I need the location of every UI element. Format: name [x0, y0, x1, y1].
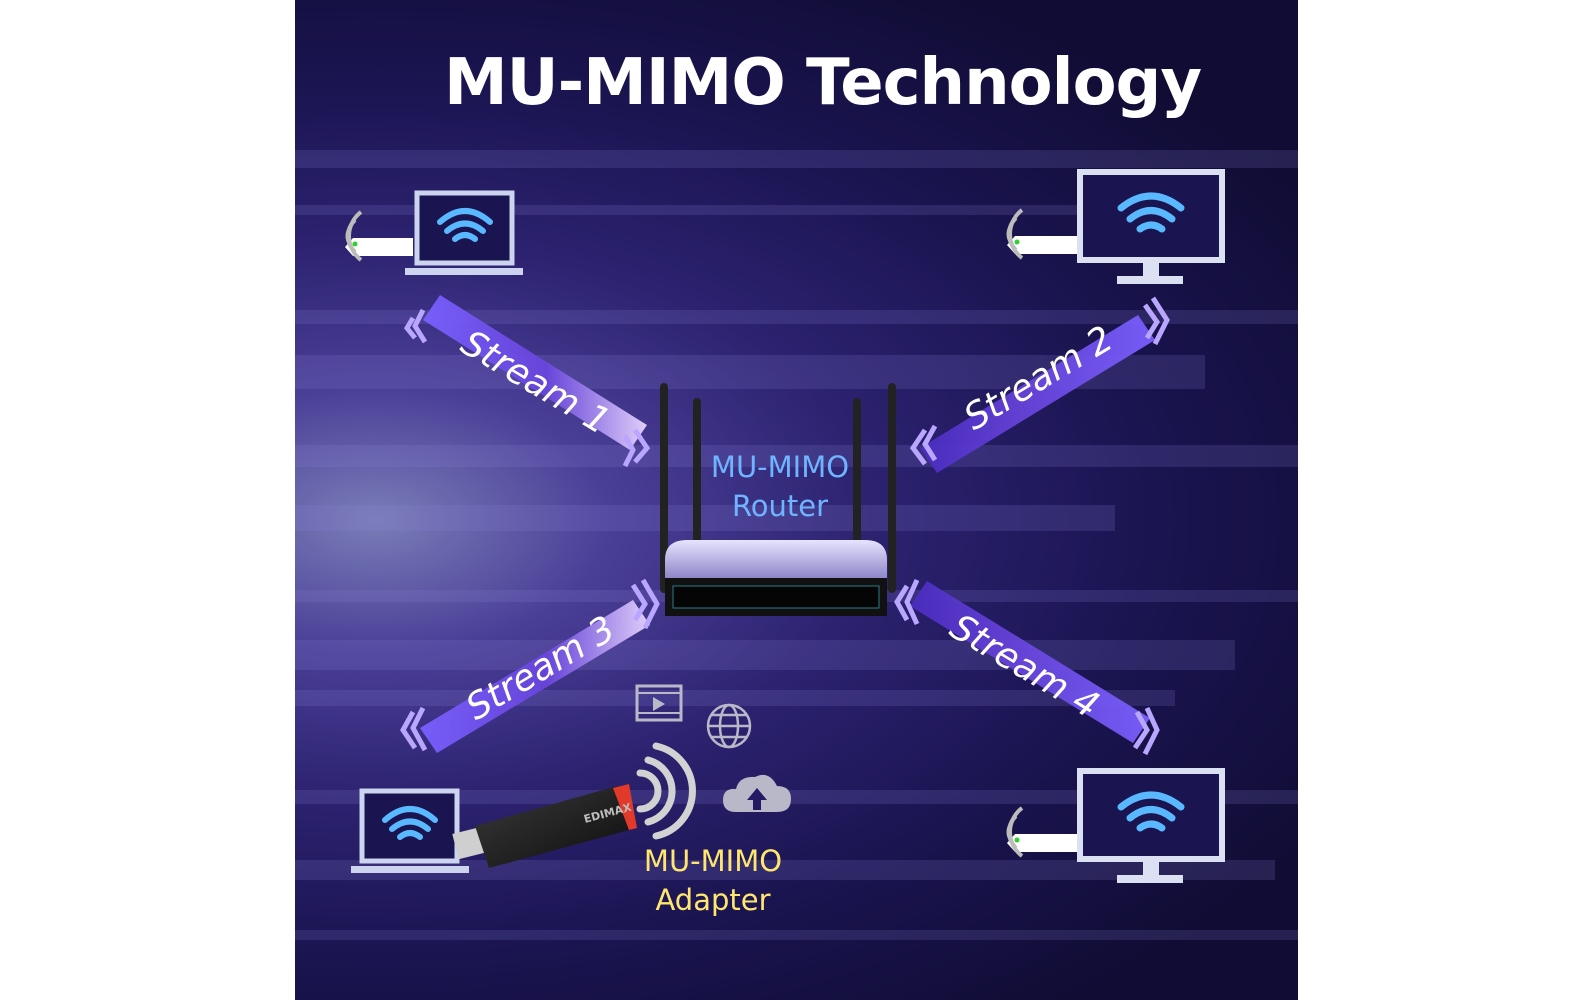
diagram-panel: EDIMAX	[295, 0, 1298, 1000]
adapter-label-line1: MU-MIMO	[643, 844, 783, 878]
usb-dongle-icon-top-left	[345, 238, 413, 256]
wifi-icon-bottom-right	[1117, 791, 1185, 832]
laptop-icon-top-left	[405, 190, 523, 275]
film-icon	[635, 684, 683, 722]
router-label-line1: MU-MIMO	[710, 450, 850, 484]
router-label: MU-MIMO Router	[675, 448, 885, 526]
monitor-icon-top-right	[1077, 169, 1225, 284]
laptop-icon-bottom-left	[351, 788, 469, 873]
stream-band-4	[894, 578, 1160, 756]
wifi-icon-top-right	[1117, 192, 1185, 233]
signal-waves-icon-adapter	[636, 742, 696, 840]
stream-band-1	[403, 295, 651, 468]
router-label-line2: Router	[731, 489, 829, 523]
signal-waves-icon-top-right	[1006, 208, 1024, 260]
diagram-graphics: EDIMAX	[295, 150, 1298, 940]
adapter-label-line2: Adapter	[655, 883, 771, 917]
cloud-upload-icon	[723, 774, 791, 812]
monitor-icon-bottom-right	[1077, 768, 1225, 883]
wifi-icon-top-left	[437, 208, 493, 242]
wifi-icon-bottom-left	[382, 806, 438, 840]
globe-icon	[706, 703, 752, 749]
usb-dongle-icon-bottom-right	[1007, 834, 1077, 852]
adapter-label: MU-MIMO Adapter	[613, 842, 813, 920]
page-title: MU-MIMO Technology	[443, 46, 1202, 120]
stream-band-2	[909, 296, 1170, 473]
usb-adapter-icon: EDIMAX	[452, 784, 637, 868]
signal-waves-icon-bottom-right	[1006, 806, 1024, 858]
stream-band-3	[400, 578, 660, 753]
usb-dongle-icon-top-right	[1007, 236, 1077, 254]
signal-waves-icon-top-left	[345, 210, 363, 262]
router-icon	[660, 383, 896, 616]
